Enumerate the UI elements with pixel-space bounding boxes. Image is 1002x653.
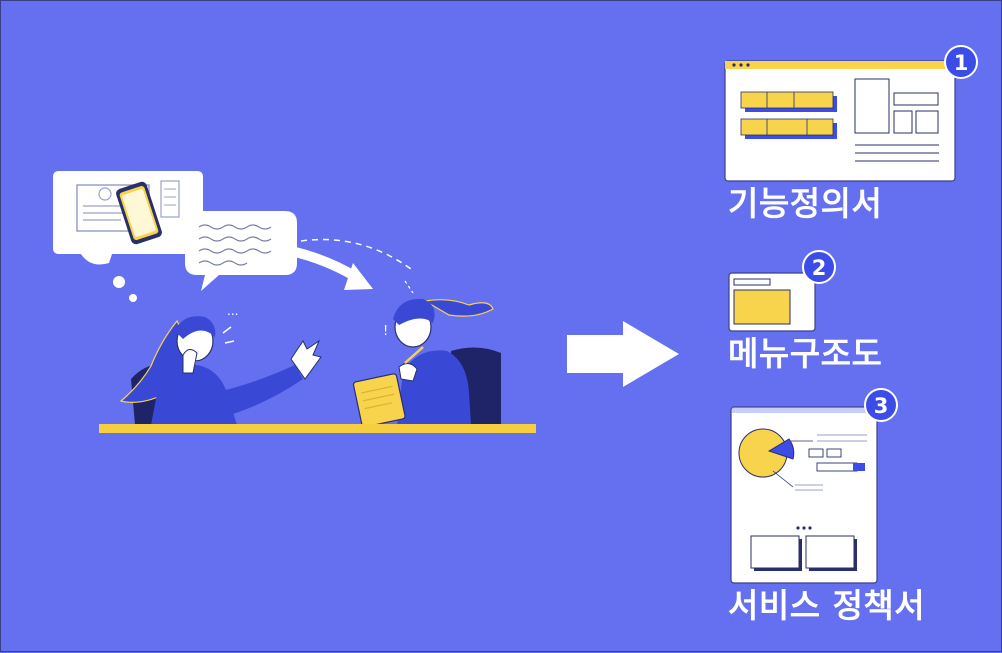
badge-number-3: 3 (874, 394, 889, 418)
badge-number-1: 1 (954, 51, 969, 75)
feature-spec-document-icon: 1 (724, 45, 978, 182)
deliverable-label-service-policy: 서비스 정책서 (728, 586, 926, 625)
svg-text:...: ... (227, 304, 238, 318)
service-policy-document-icon: 3 (730, 388, 898, 584)
thought-bubble (53, 171, 203, 302)
menu-structure-document-icon: 2 (728, 250, 836, 332)
clipboard-icon (352, 373, 406, 428)
speech-bubble (185, 211, 297, 291)
transfer-arrow-icon (286, 238, 412, 290)
phone-icon (116, 181, 162, 245)
meeting-illustration: ... ! (53, 171, 536, 433)
right-person: ! (352, 280, 501, 428)
right-arrow-icon (567, 321, 679, 387)
left-person: ... (119, 304, 322, 425)
deliverable-label-menu-structure: 메뉴구조도 (728, 334, 883, 373)
svg-text:!: ! (383, 324, 388, 339)
deliverable-label-feature-spec: 기능정의서 (728, 184, 883, 223)
meeting-table (99, 424, 536, 433)
badge-number-2: 2 (812, 256, 827, 280)
